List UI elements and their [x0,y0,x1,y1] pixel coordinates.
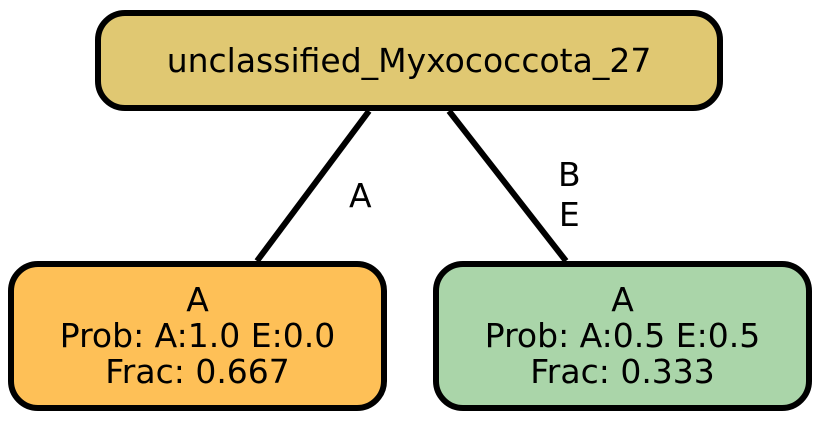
child-node-left-label: A [186,280,209,319]
child-node-left[interactable]: A Prob: A:1.0 E:0.0 Frac: 0.667 [8,261,387,411]
edge-label-right-1: B [558,155,581,194]
child-node-right-label: A [611,280,634,319]
child-node-right-prob: Prob: A:0.5 E:0.5 [484,316,761,355]
edge-root-to-right [446,109,569,263]
edge-root-to-left [254,109,372,263]
child-node-right-frac: Frac: 0.333 [530,352,715,391]
edge-label-left: A [349,176,372,216]
child-node-left-frac: Frac: 0.667 [105,352,290,391]
root-node-label: unclassified_Myxococcota_27 [166,40,652,80]
edge-label-right-2: E [558,195,580,234]
child-node-right[interactable]: A Prob: A:0.5 E:0.5 Frac: 0.333 [433,261,812,411]
edge-label-left-1: A [349,176,372,215]
child-node-left-prob: Prob: A:1.0 E:0.0 [59,316,336,355]
edge-label-right: B E [558,155,581,235]
root-node[interactable]: unclassified_Myxococcota_27 [95,10,723,111]
